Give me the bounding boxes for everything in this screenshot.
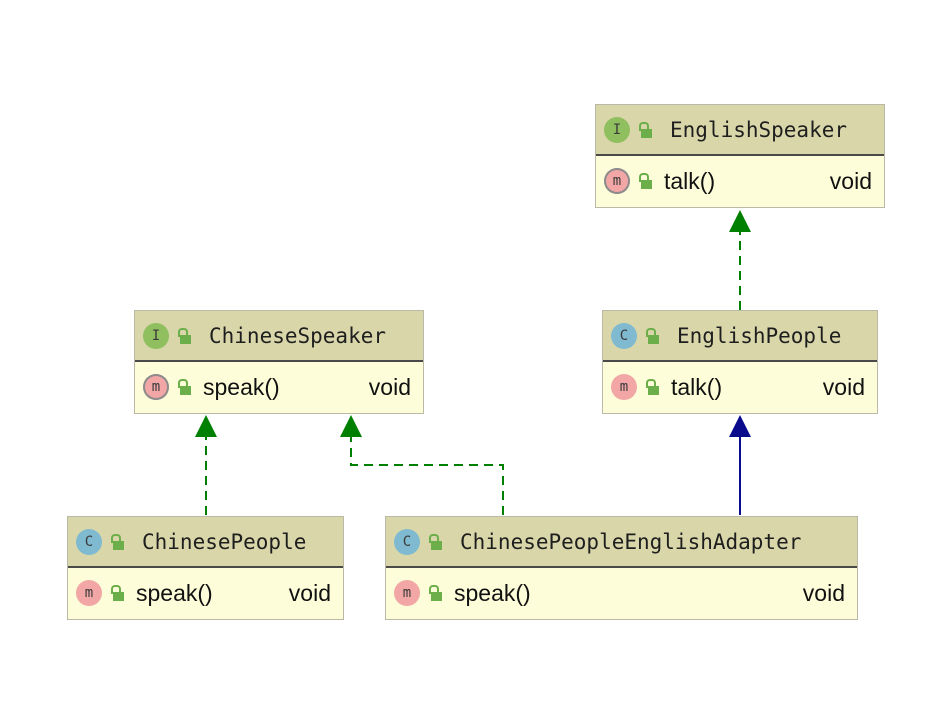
method-name: speak() bbox=[136, 579, 213, 606]
method-name: speak() bbox=[203, 373, 280, 400]
uml-class-chinesepeople[interactable]: C ChinesePeople m speak() void bbox=[67, 516, 344, 620]
method-name: talk() bbox=[671, 373, 723, 400]
class-icon: C bbox=[394, 528, 420, 555]
public-lock-icon bbox=[177, 379, 191, 395]
method-icon: m bbox=[611, 374, 637, 400]
method-row[interactable]: m speak() void bbox=[135, 362, 423, 412]
type-name: EnglishPeople bbox=[677, 323, 842, 348]
public-lock-icon bbox=[645, 379, 659, 395]
method-row[interactable]: m speak() void bbox=[386, 568, 857, 618]
interface-icon: I bbox=[604, 116, 630, 143]
public-lock-icon bbox=[110, 533, 124, 550]
uml-header: I ChineseSpeaker bbox=[135, 311, 423, 362]
type-name: ChinesePeople bbox=[142, 529, 307, 554]
method-name: talk() bbox=[664, 167, 716, 194]
method-row[interactable]: m talk() void bbox=[596, 156, 884, 206]
arrowhead-chinesespeaker-right bbox=[340, 415, 362, 437]
method-icon: m bbox=[394, 580, 420, 606]
uml-header: C ChinesePeople bbox=[68, 517, 343, 568]
arrowhead-chinesespeaker-left bbox=[195, 415, 217, 437]
method-icon: m bbox=[143, 374, 169, 400]
public-lock-icon bbox=[645, 327, 659, 344]
method-row[interactable]: m talk() void bbox=[603, 362, 877, 412]
return-type: void bbox=[822, 373, 865, 400]
class-icon: C bbox=[76, 528, 102, 555]
uml-class-chinesepeopleenglishadapter[interactable]: C ChinesePeopleEnglishAdapter m speak() … bbox=[385, 516, 858, 620]
uml-interface-chinesespeaker[interactable]: I ChineseSpeaker m speak() void bbox=[134, 310, 424, 414]
public-lock-icon bbox=[638, 173, 652, 189]
arrowhead-englishpeople bbox=[729, 415, 751, 437]
public-lock-icon bbox=[428, 585, 442, 601]
class-icon: C bbox=[611, 322, 637, 349]
type-name: EnglishSpeaker bbox=[670, 117, 848, 142]
uml-header: C EnglishPeople bbox=[603, 311, 877, 362]
type-name: ChinesePeopleEnglishAdapter bbox=[460, 529, 802, 554]
uml-header: C ChinesePeopleEnglishAdapter bbox=[386, 517, 857, 568]
public-lock-icon bbox=[638, 121, 652, 138]
arrowhead-englishspeaker bbox=[729, 210, 751, 232]
return-type: void bbox=[829, 167, 872, 194]
method-icon: m bbox=[604, 168, 630, 194]
public-lock-icon bbox=[110, 585, 124, 601]
return-type: void bbox=[368, 373, 411, 400]
method-name: speak() bbox=[454, 579, 531, 606]
return-type: void bbox=[802, 579, 845, 606]
return-type: void bbox=[288, 579, 331, 606]
uml-class-englishpeople[interactable]: C EnglishPeople m talk() void bbox=[602, 310, 878, 414]
method-icon: m bbox=[76, 580, 102, 606]
interface-icon: I bbox=[143, 322, 169, 349]
type-name: ChineseSpeaker bbox=[209, 323, 387, 348]
uml-interface-englishspeaker[interactable]: I EnglishSpeaker m talk() void bbox=[595, 104, 885, 208]
method-row[interactable]: m speak() void bbox=[68, 568, 343, 618]
uml-header: I EnglishSpeaker bbox=[596, 105, 884, 156]
public-lock-icon bbox=[177, 327, 191, 344]
edge-adapter-implements-chinesespeaker bbox=[350, 437, 504, 515]
public-lock-icon bbox=[428, 533, 442, 550]
